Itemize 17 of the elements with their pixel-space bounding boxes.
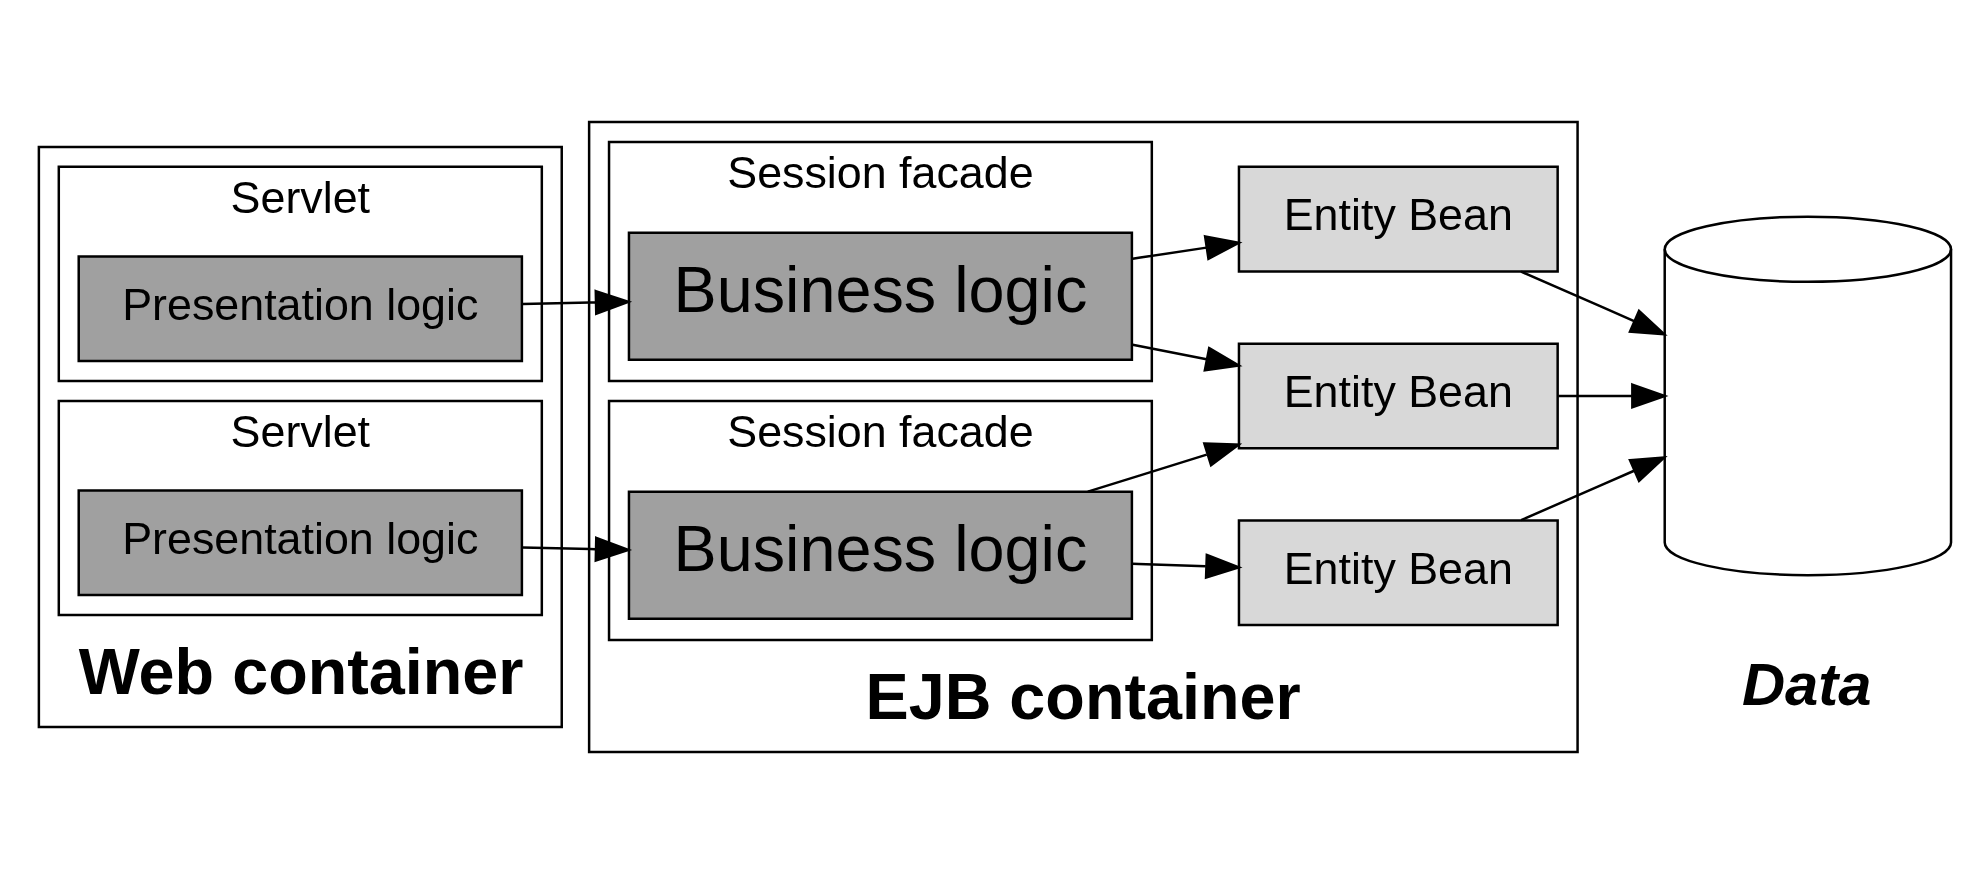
arrow [1132, 552, 1243, 579]
node-box: Presentation logic [76, 254, 523, 362]
arrow [522, 288, 632, 316]
arrow [522, 535, 632, 562]
arrow [1086, 441, 1242, 493]
arrow [1131, 343, 1242, 372]
node-box: Business logic [627, 231, 1133, 361]
node-box: Presentation logic [76, 488, 523, 596]
arrow [1131, 234, 1242, 261]
node-box: Entity Bean [1237, 165, 1559, 273]
arrow [1520, 455, 1668, 521]
arrow [1520, 270, 1668, 336]
node-box: Entity Bean [1237, 518, 1559, 626]
arrow [1557, 382, 1668, 409]
node-box: Entity Bean [1237, 341, 1559, 449]
node-box: Business logic [627, 490, 1133, 620]
node-label: Data [1741, 650, 1871, 718]
